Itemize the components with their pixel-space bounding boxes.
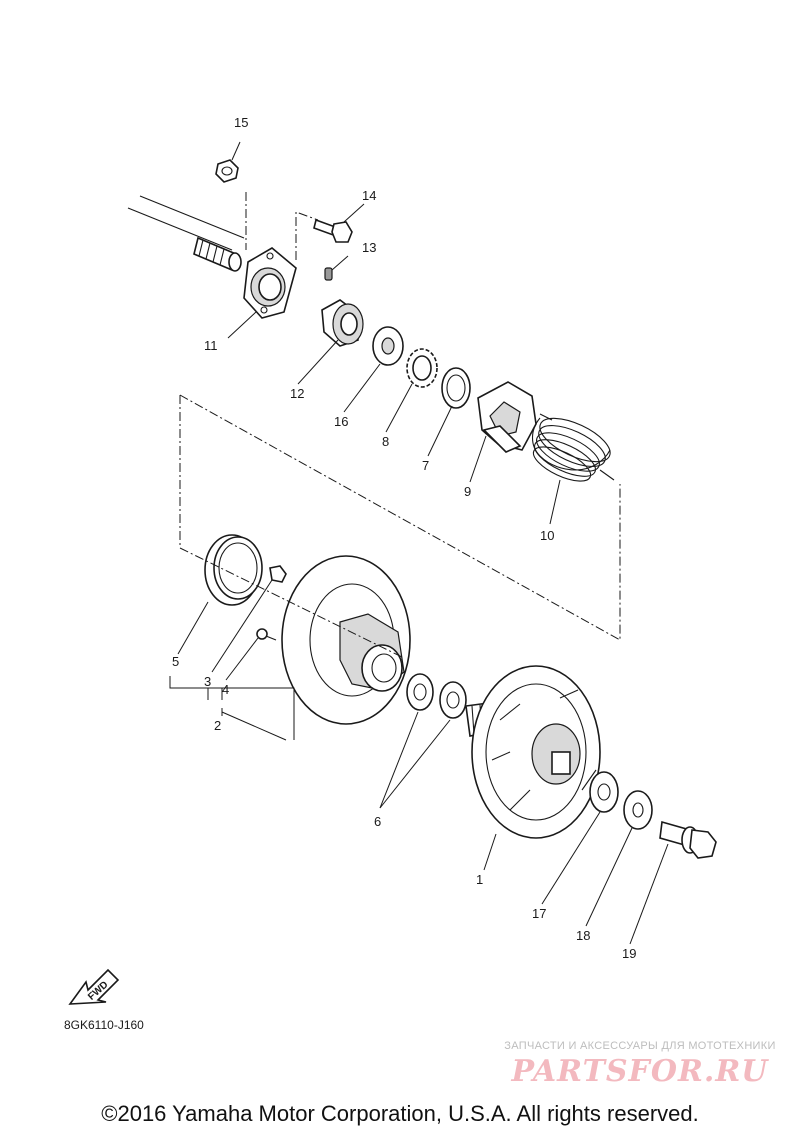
callout-16: 16 xyxy=(334,414,348,429)
part-8-lock-ring xyxy=(406,348,438,388)
part-11-bearing-housing xyxy=(243,247,297,319)
callout-4: 4 xyxy=(222,682,229,697)
callout-9: 9 xyxy=(464,484,471,499)
callout-17: 17 xyxy=(532,906,546,921)
callout-labels: 15 14 13 11 12 16 8 7 9 10 5 3 4 2 6 1 1… xyxy=(172,115,636,961)
part-12-bearing xyxy=(321,299,364,347)
callout-3: 3 xyxy=(204,674,211,689)
part-18-washer xyxy=(623,790,653,830)
part-4-screw xyxy=(256,628,277,641)
part-6-shims xyxy=(406,673,467,719)
watermark-logo: PARTSFOR.RU xyxy=(511,1054,769,1089)
callout-15: 15 xyxy=(234,115,248,130)
part-3-pin xyxy=(269,565,287,583)
forward-arrow-icon: FWD xyxy=(68,968,120,1005)
part-9-cam xyxy=(477,381,537,453)
part-14-bolt xyxy=(313,218,353,243)
diagram-code: 8GK6110-J160 xyxy=(64,1018,144,1032)
callout-13: 13 xyxy=(362,240,376,255)
part-10-spring xyxy=(531,413,615,482)
part-7-serrated-washer xyxy=(441,367,471,409)
watermark: ЗАПЧАСТИ И АКСЕССУАРЫ ДЛЯ МОТОТЕХНИКИ PA… xyxy=(490,1040,790,1089)
part-17-washer xyxy=(589,771,619,813)
assembly-centerlines xyxy=(179,192,621,659)
callout-10: 10 xyxy=(540,528,554,543)
callout-8: 8 xyxy=(382,434,389,449)
callout-2: 2 xyxy=(214,718,221,733)
drive-shaft xyxy=(127,195,245,272)
part-19-bolt xyxy=(659,820,717,859)
callout-5: 5 xyxy=(172,654,179,669)
watermark-tagline: ЗАПЧАСТИ И АКСЕССУАРЫ ДЛЯ МОТОТЕХНИКИ xyxy=(504,1040,776,1052)
callout-7: 7 xyxy=(422,458,429,473)
callout-14: 14 xyxy=(362,188,376,203)
part-15-nut xyxy=(215,159,239,183)
callout-12: 12 xyxy=(290,386,304,401)
callout-1: 1 xyxy=(476,872,483,887)
part-5-seal-ring xyxy=(204,534,263,606)
callout-19: 19 xyxy=(622,946,636,961)
part-13-set-screw xyxy=(324,267,333,281)
callout-leaders xyxy=(169,141,669,945)
copyright-notice: ©2016 Yamaha Motor Corporation, U.S.A. A… xyxy=(101,1101,699,1126)
part-2-sheave xyxy=(281,555,411,725)
part-16-washer xyxy=(372,326,404,366)
callout-18: 18 xyxy=(576,928,590,943)
callout-11: 11 xyxy=(204,338,218,353)
callout-6: 6 xyxy=(374,814,381,829)
part-1-fixed-sheave xyxy=(465,665,601,839)
